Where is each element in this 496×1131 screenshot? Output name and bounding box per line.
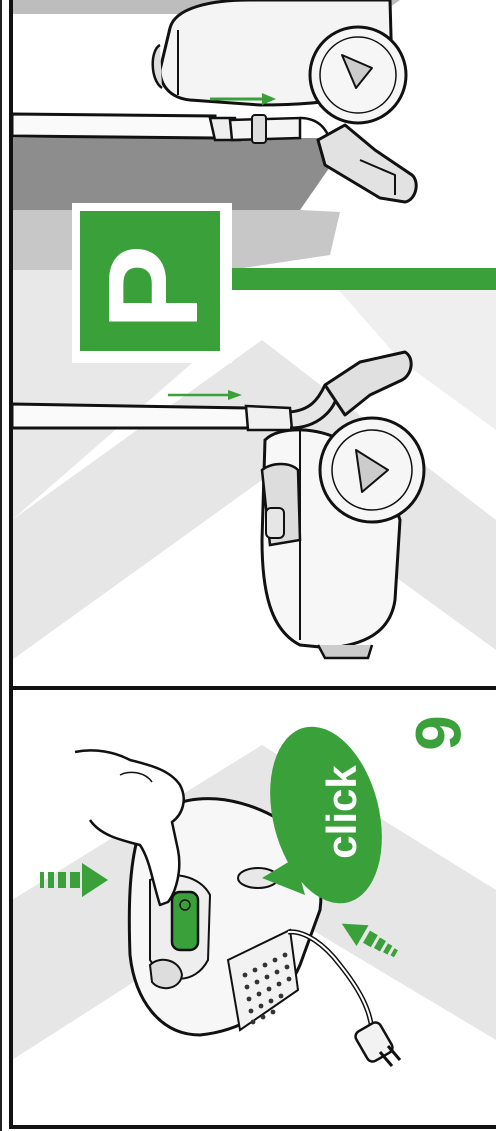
click-label: click bbox=[318, 765, 365, 859]
left-border-top bbox=[9, 0, 13, 688]
top-panel: P bbox=[12, 0, 496, 660]
bottom-border bbox=[9, 1125, 496, 1129]
lower-nozzle-icon bbox=[325, 352, 411, 415]
left-edge-bar bbox=[0, 0, 2, 1131]
panel-divider bbox=[9, 686, 496, 690]
power-plug-icon bbox=[353, 1020, 400, 1066]
stair-dark-step bbox=[12, 138, 350, 210]
step-number: 6 bbox=[402, 715, 474, 751]
bottom-panel: 6 bbox=[12, 715, 496, 1066]
left-border-bottom bbox=[9, 690, 13, 1128]
hose-icon bbox=[12, 404, 248, 428]
park-letter: P bbox=[82, 245, 225, 330]
park-bar bbox=[232, 268, 496, 290]
nozzle-icon bbox=[318, 125, 416, 202]
upper-vacuum bbox=[153, 0, 406, 123]
